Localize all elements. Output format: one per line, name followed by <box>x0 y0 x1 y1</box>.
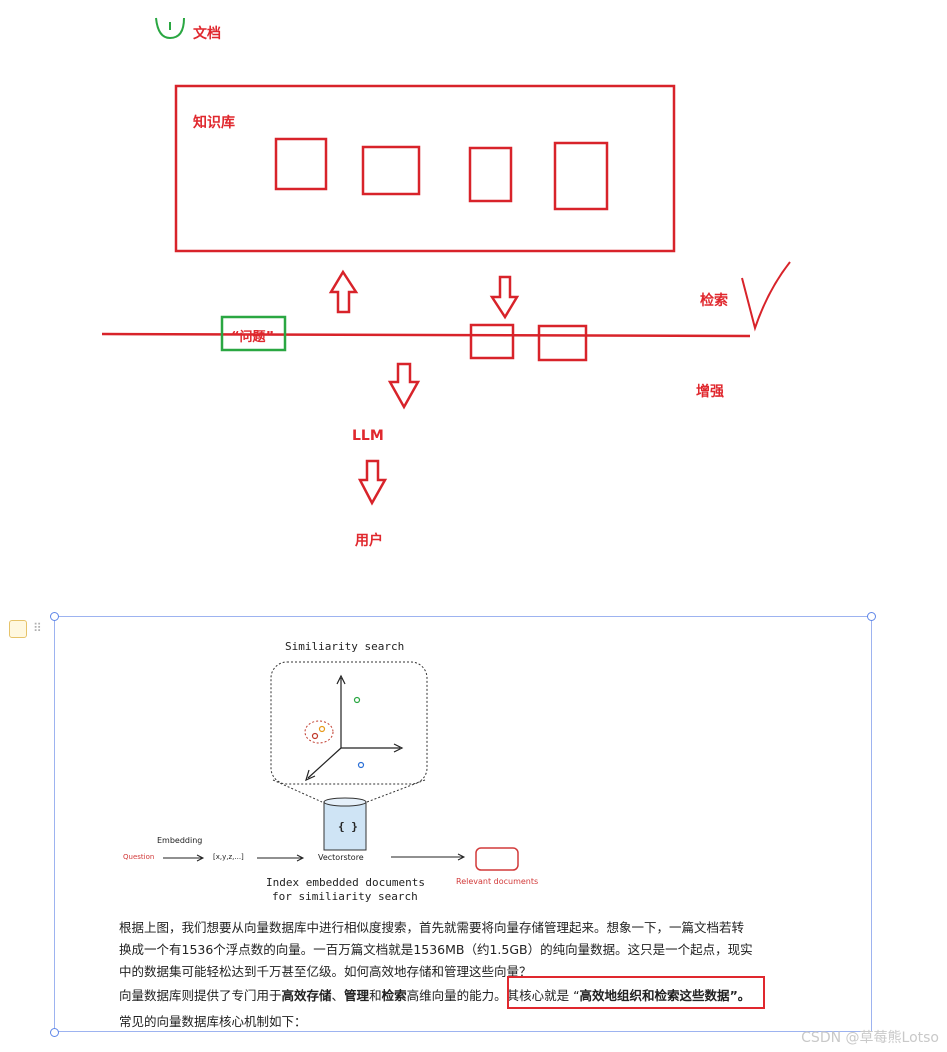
down-arrow-icon <box>489 275 520 320</box>
rag-sketch <box>101 17 791 506</box>
caption-line-2: for similiarity search <box>272 890 418 903</box>
similarity-figure <box>163 661 519 871</box>
question-text: Question <box>123 853 155 861</box>
image-tool-icon[interactable] <box>9 620 27 638</box>
caption-line-1: Index embedded documents <box>266 876 425 889</box>
question-box <box>220 315 287 352</box>
doc-label: 文档 <box>193 26 221 42</box>
paragraph-3: 常见的向量数据库核心机制如下： <box>119 1014 307 1029</box>
resize-handle-top-right[interactable] <box>867 612 876 621</box>
doodle-icon <box>155 17 185 40</box>
similarity-title: Similiarity search <box>285 640 405 653</box>
knowledge-base-label: 知识库 <box>193 115 235 131</box>
resize-handle-bottom-left[interactable] <box>50 1028 59 1037</box>
down-arrow-icon <box>357 459 388 506</box>
embedded-image-frame[interactable] <box>54 616 872 1032</box>
doc-box-1 <box>274 137 328 191</box>
highlight-box <box>507 976 765 1009</box>
retrieved-box-1 <box>469 323 515 360</box>
resize-handle-top-left[interactable] <box>50 612 59 621</box>
embedding-label: Embedding <box>157 836 203 845</box>
question-label: “问题” <box>231 330 275 345</box>
relevant-docs-label: Relevant documents <box>456 877 539 886</box>
llm-label: LLM <box>352 428 384 444</box>
pipeline-line <box>101 332 751 338</box>
vectorstore-icon: { } <box>338 820 358 833</box>
up-arrow-icon <box>328 269 359 314</box>
drag-handle-icon[interactable]: ⠿ <box>33 621 42 635</box>
vectorstore-label: Vectorstore <box>318 853 364 862</box>
doc-box-4 <box>553 141 609 211</box>
down-arrow-icon <box>387 362 421 410</box>
augment-label: 增强 <box>696 384 724 400</box>
retrieval-label: 检索 <box>700 293 728 309</box>
user-label: 用户 <box>355 533 383 549</box>
check-icon <box>741 261 791 332</box>
vector-text: [x,y,z,...] <box>213 853 244 861</box>
paragraph-2: 向量数据库则提供了专门用于高效存储、管理和检索高维向量的能力。其核心就是 “高效… <box>119 988 751 1003</box>
doc-box-2 <box>361 145 421 196</box>
retrieved-box-2 <box>537 324 588 362</box>
watermark: CSDN @草莓熊Lotso <box>801 1030 939 1046</box>
doc-box-3 <box>468 146 513 203</box>
knowledge-base-box <box>174 84 676 253</box>
paragraph-1: 根据上图，我们想要从向量数据库中进行相似度搜索，首先就需要将向量存储管理起来。想… <box>119 920 753 979</box>
